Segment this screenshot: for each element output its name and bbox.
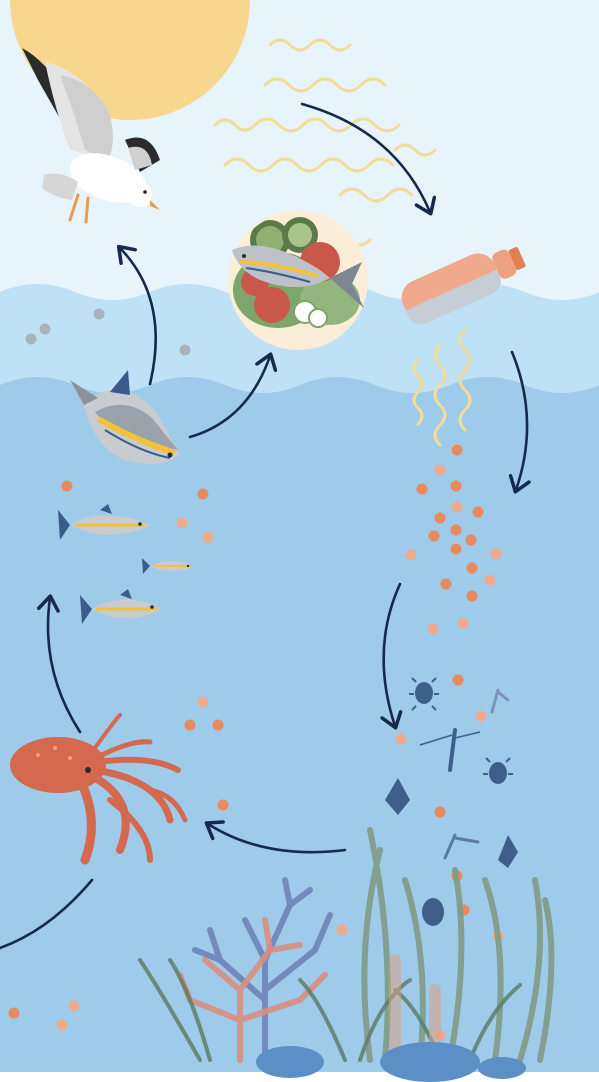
fish-plate-icon [228,210,368,350]
water-deep-layer [0,377,599,1082]
